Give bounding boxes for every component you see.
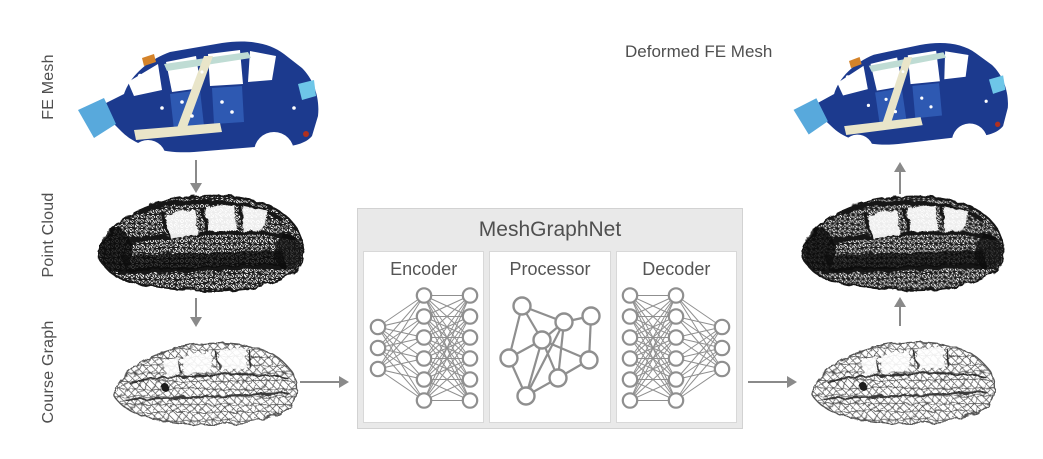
decoder-network-diagram [622, 287, 731, 409]
deformed-fe-mesh-image [786, 28, 1024, 164]
point-cloud-label: Point Cloud [40, 192, 57, 278]
processor-panel: Processor [489, 251, 611, 423]
point-cloud-image-right [786, 186, 1014, 302]
arrow-up-cg-to-pc [894, 297, 906, 326]
meshgraphnet-box: MeshGraphNet Encoder Processor Decoder [357, 208, 743, 429]
processor-graph-diagram [499, 296, 601, 406]
meshgraphnet-title: MeshGraphNet [478, 218, 622, 241]
point-cloud-image-left [82, 186, 314, 302]
arrow-up-pc-to-fe [894, 162, 906, 194]
course-graph-label: Course Graph [40, 320, 57, 424]
arrow-down-fe-to-pc [190, 160, 202, 193]
arrow-down-pc-to-cg [190, 298, 202, 327]
decoder-panel: Decoder [615, 251, 737, 423]
course-graph-image-right [798, 328, 998, 438]
decoder-label: Decoder [642, 259, 711, 279]
processor-label: Processor [509, 259, 591, 279]
arrow-right-model-to-cg [748, 376, 797, 388]
deformed-fe-mesh-label: Deformed FE Mesh [625, 42, 773, 61]
arrow-right-cg-to-model [300, 376, 349, 388]
meshgraphnet-stages: Encoder Processor Decoder [358, 251, 742, 428]
encoder-panel: Encoder [363, 251, 485, 423]
encoder-network-diagram [369, 287, 478, 409]
course-graph-image-left [98, 330, 302, 438]
fe-mesh-image [70, 30, 334, 168]
fe-mesh-label: FE Mesh [40, 54, 57, 120]
encoder-label: Encoder [390, 259, 458, 279]
